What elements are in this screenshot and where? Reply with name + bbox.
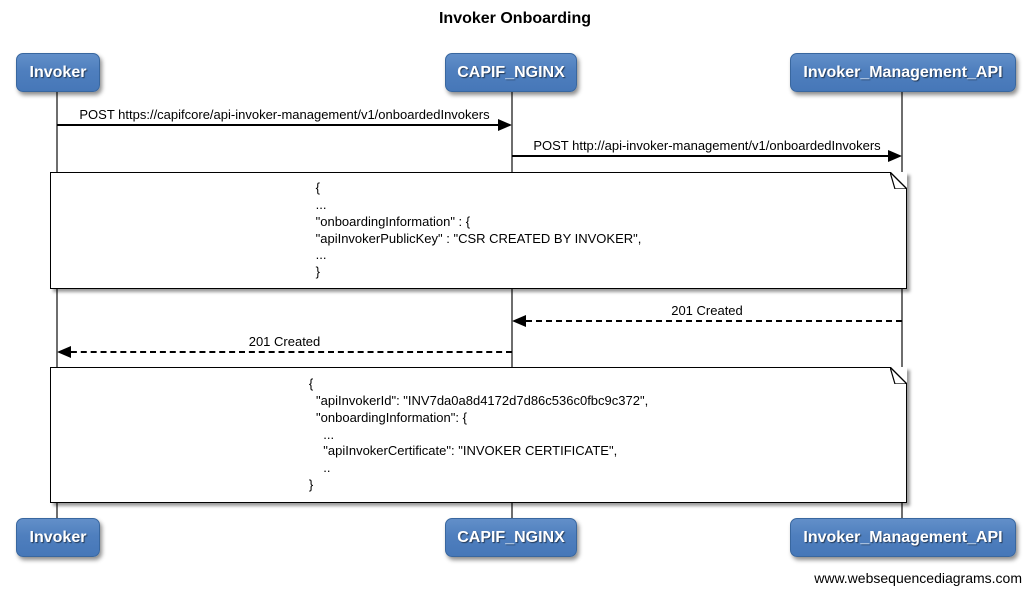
diagram-title: Invoker Onboarding [438, 10, 591, 27]
actor-invoker-label: Invoker [29, 528, 87, 546]
message-1-line [57, 124, 498, 126]
actor-invoker-management-api-label: Invoker_Management_API [803, 528, 1003, 546]
lifeline-capif-nginx [511, 92, 513, 518]
message-3-arrowhead-icon [512, 315, 526, 327]
actor-invoker-label: Invoker [29, 63, 87, 81]
note-response-payload-text: { "apiInvokerId": "INV7da0a8d4172d7d86c5… [308, 376, 649, 492]
message-4-line [61, 351, 512, 353]
note-request-payload: { ... "onboardingInformation" : { "apiIn… [50, 172, 907, 289]
message-2-arrowhead-icon [888, 150, 902, 162]
lifeline-invoker [56, 92, 58, 518]
actor-capif-nginx-label: CAPIF_NGINX [457, 63, 565, 81]
note-fold-icon [890, 367, 907, 384]
actor-capif-nginx-bottom: CAPIF_NGINX [445, 518, 577, 557]
actor-capif-nginx-label: CAPIF_NGINX [457, 528, 565, 546]
actor-invoker-bottom: Invoker [16, 518, 100, 557]
watermark: www.websequencediagrams.com [814, 570, 1022, 586]
note-response-payload: { "apiInvokerId": "INV7da0a8d4172d7d86c5… [50, 367, 907, 503]
message-3-label: 201 Created [671, 303, 743, 318]
message-4-arrowhead-icon [57, 346, 71, 358]
note-request-payload-text: { ... "onboardingInformation" : { "apiIn… [315, 180, 642, 280]
actor-invoker-management-api-label: Invoker_Management_API [803, 63, 1003, 81]
actor-invoker-management-api-bottom: Invoker_Management_API [790, 518, 1016, 557]
actor-invoker-management-api-top: Invoker_Management_API [790, 53, 1016, 92]
note-fold-icon [890, 172, 907, 189]
message-1-label: POST https://capifcore/api-invoker-manag… [79, 107, 490, 122]
message-2-line [512, 155, 888, 157]
message-1-arrowhead-icon [498, 119, 512, 131]
message-3-line [516, 320, 902, 322]
lifeline-invoker-management-api [901, 92, 903, 518]
message-4-label: 201 Created [248, 334, 321, 349]
actor-capif-nginx-top: CAPIF_NGINX [445, 53, 577, 92]
actor-invoker-top: Invoker [16, 53, 100, 92]
message-2-label: POST http://api-invoker-management/v1/on… [533, 138, 881, 153]
